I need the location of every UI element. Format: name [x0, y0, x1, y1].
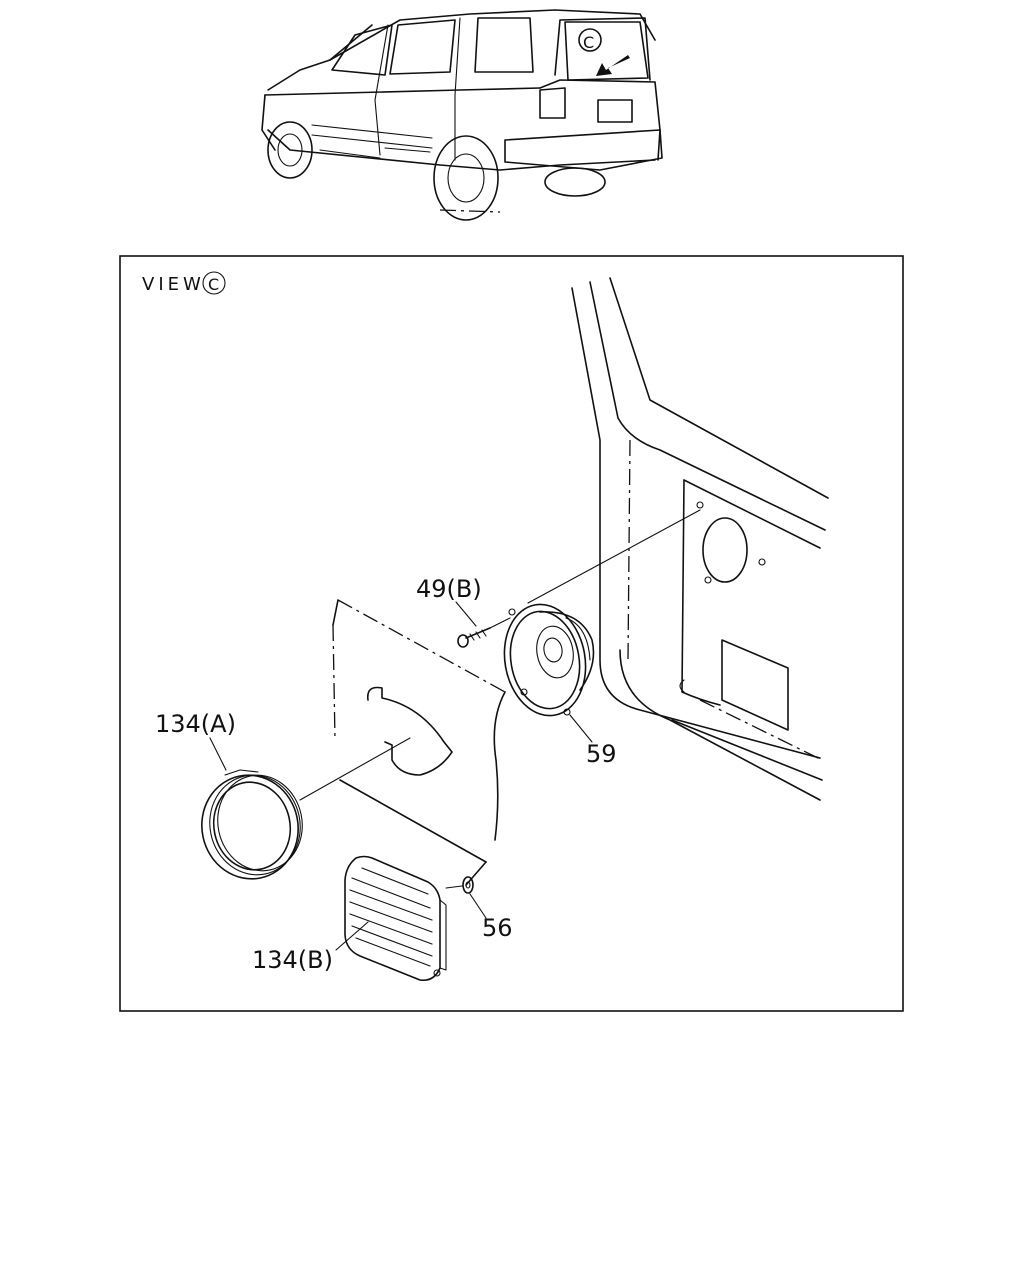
svg-text:C: C	[208, 275, 219, 294]
view-frame	[119, 255, 904, 1012]
trim-panel	[299, 599, 506, 886]
leader-134a	[209, 737, 227, 771]
callout-49b: 49(B)	[416, 575, 482, 603]
leader-49b	[455, 601, 477, 627]
leader-59	[569, 714, 593, 743]
vehicle-illustration: C	[261, 9, 663, 221]
speaker-cover-a	[201, 769, 303, 880]
leader-56	[469, 893, 487, 919]
view-arrow-icon	[596, 55, 630, 76]
callout-59: 59	[586, 740, 617, 768]
bolt-part	[457, 617, 511, 648]
leader-134b	[335, 921, 369, 951]
callout-56: 56	[482, 914, 513, 942]
callout-134a: 134(A)	[155, 710, 236, 738]
view-title: VIEW	[142, 274, 205, 295]
callout-134b: 134(B)	[252, 946, 333, 974]
vehicle-view-marker: C	[583, 33, 594, 52]
clip-part	[445, 876, 474, 894]
speaker-grille-b	[344, 855, 447, 982]
view-marker: C	[202, 271, 226, 295]
body-panel	[571, 277, 829, 801]
speaker-unit	[503, 509, 701, 717]
